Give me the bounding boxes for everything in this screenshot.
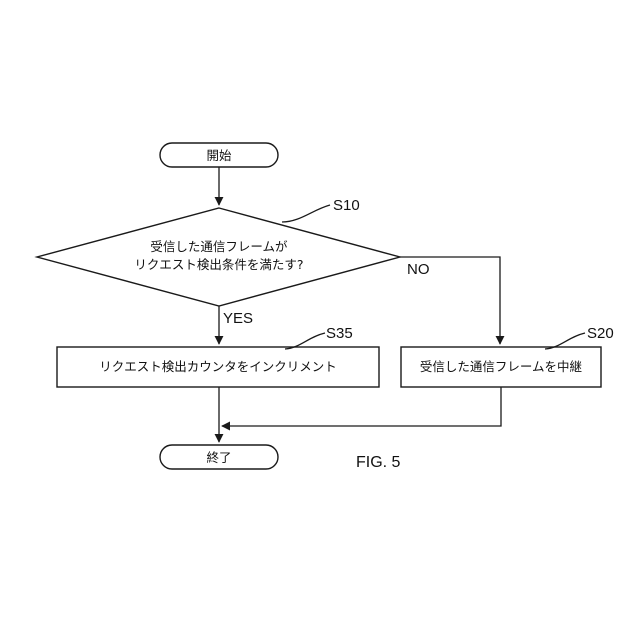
step-s35-label: S35 bbox=[326, 325, 353, 342]
step-s10-leader bbox=[282, 205, 330, 222]
no-label: NO bbox=[407, 261, 430, 278]
step-s10-label: S10 bbox=[333, 197, 360, 214]
increment-label: リクエスト検出カウンタをインクリメント bbox=[99, 359, 337, 374]
decision-text-line2: リクエスト検出条件を満たす? bbox=[134, 257, 303, 272]
yes-label: YES bbox=[223, 310, 253, 327]
relay-merge-line bbox=[222, 387, 501, 426]
figure-caption: FIG. 5 bbox=[356, 454, 401, 471]
step-s20-label: S20 bbox=[587, 325, 614, 342]
decision-text-line1: 受信した通信フレームが bbox=[150, 239, 288, 254]
relay-label: 受信した通信フレームを中継 bbox=[420, 359, 582, 374]
start-label: 開始 bbox=[206, 148, 232, 163]
end-label: 終了 bbox=[206, 450, 231, 465]
